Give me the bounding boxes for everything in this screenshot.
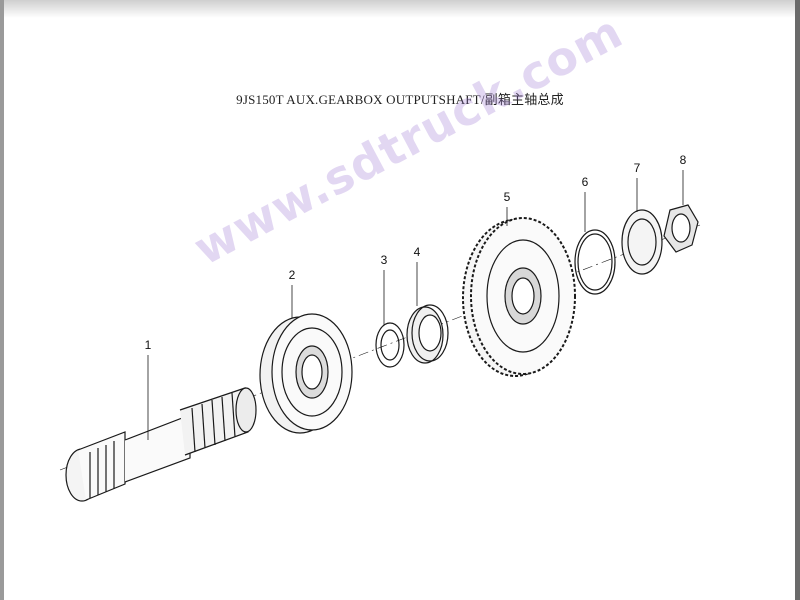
diagram-title: 9JS150T AUX.GEARBOX OUTPUTSHAFT/副箱主轴总成 [236,92,564,107]
output-shaft-part [65,387,257,502]
scan-edge-top [0,0,800,18]
callout-4: 4 [413,245,421,259]
callout-7: 7 [633,161,641,175]
scan-edge-left [0,0,4,600]
callout-2: 2 [288,268,296,282]
callout-8: 8 [679,153,687,167]
callout-1: 1 [144,338,152,352]
washer-part [621,209,663,275]
nut-part [663,204,699,253]
thrust-washer-part [375,322,405,368]
snap-ring-part [574,229,616,295]
callout-6: 6 [581,175,589,189]
synchronizer-part [259,313,353,434]
main-gear-part [462,217,576,377]
scan-edge-right [795,0,800,600]
callout-leaders [147,170,684,440]
callout-3: 3 [380,253,388,267]
needle-bearing-part [406,304,449,364]
callout-5: 5 [503,190,511,204]
